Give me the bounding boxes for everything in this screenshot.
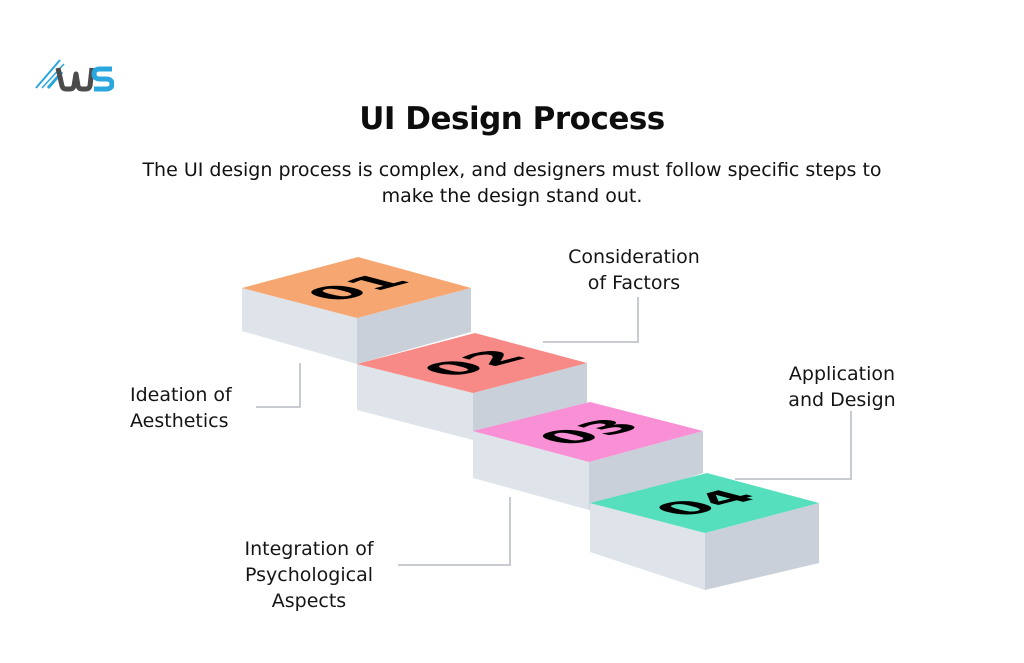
- step-02-top-face: [357, 333, 587, 393]
- step-03: 03: [473, 402, 703, 510]
- step-02: 02: [357, 333, 587, 440]
- connector-application: [735, 411, 852, 480]
- step-04-top-face: [590, 473, 819, 533]
- step-01-top-face: [242, 257, 471, 318]
- label-line: Ideation of: [130, 384, 232, 406]
- label-line: Psychological: [245, 564, 373, 586]
- step-01: 01: [242, 257, 471, 364]
- step-03-left-face: [473, 431, 589, 510]
- label-line: of Factors: [587, 272, 681, 294]
- step-02-left-face: [357, 364, 473, 440]
- label-line: and Design: [788, 389, 896, 411]
- connector-consideration: [543, 297, 639, 343]
- label-line: Application: [788, 363, 896, 385]
- label-line: Consideration: [568, 246, 700, 268]
- label-line: Integration of: [244, 538, 374, 560]
- label-consideration-of-factors: Consideration of Factors: [548, 244, 720, 296]
- ws-logo-icon: [35, 59, 114, 92]
- step-04-left-face: [590, 503, 705, 590]
- step-03-top-face: [473, 402, 703, 462]
- connector-integration: [398, 497, 511, 566]
- label-line: Aesthetics: [130, 410, 229, 432]
- step-04-right-face: [705, 503, 819, 590]
- connector-ideation: [256, 363, 301, 408]
- page-subtitle: The UI design process is complex, and de…: [142, 159, 882, 207]
- step-02-right-face: [473, 363, 587, 440]
- label-line: Aspects: [271, 590, 347, 612]
- step-04: 04: [590, 473, 819, 590]
- step-01-right-face: [357, 288, 471, 364]
- label-integration-of-psychological-aspects: Integration of Psychological Aspects: [222, 536, 396, 614]
- step-03-right-face: [589, 431, 703, 510]
- page-title: UI Design Process: [359, 101, 665, 137]
- connector-lines: [256, 297, 852, 566]
- label-application-and-design: Application and Design: [772, 361, 912, 413]
- label-ideation-of-aesthetics: Ideation of Aesthetics: [130, 382, 232, 434]
- step-01-left-face: [242, 288, 357, 364]
